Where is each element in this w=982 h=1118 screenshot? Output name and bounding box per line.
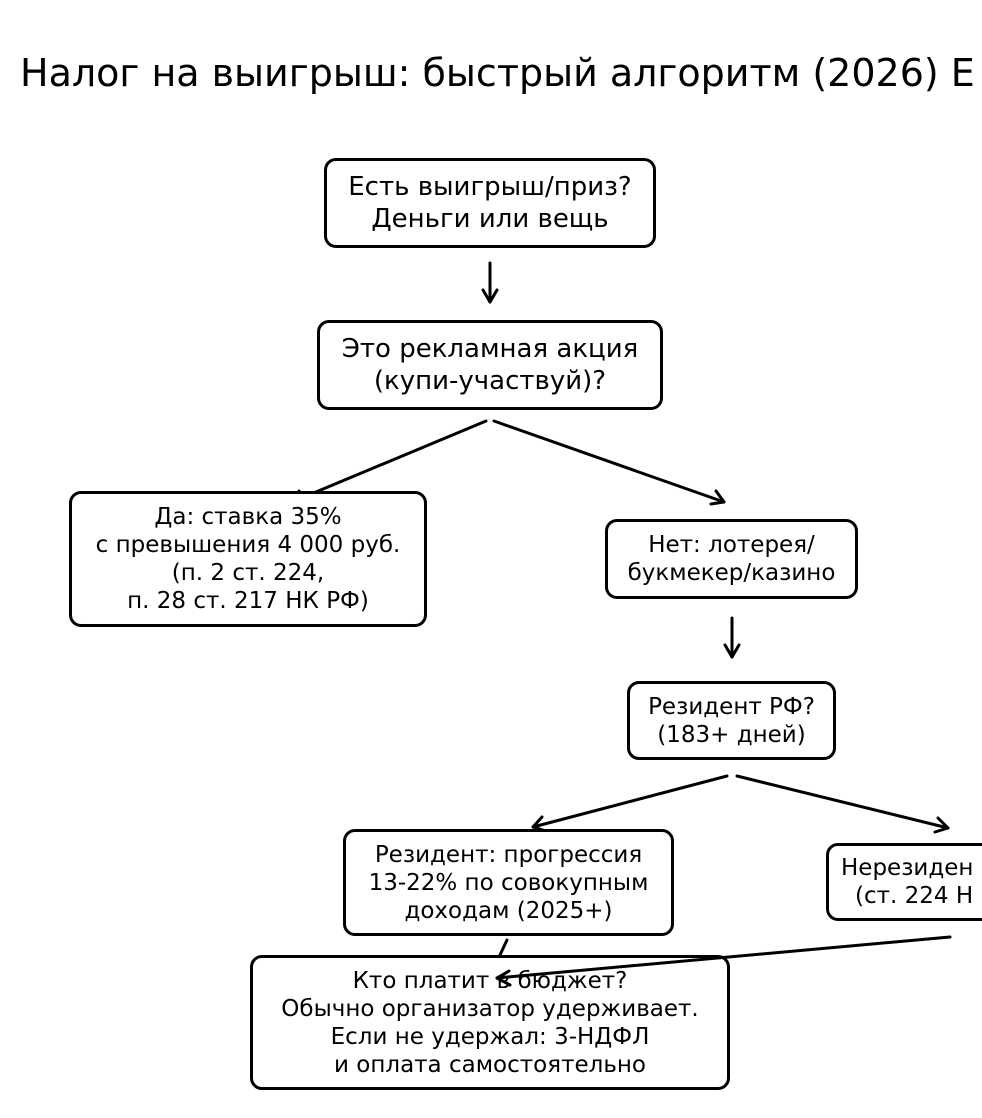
promo-question-node: Это рекламная акция (купи-участвуй)? [317,320,663,410]
resident-node: Резидент: прогрессия 13-22% по совокупны… [343,829,674,936]
promo-no-node: Нет: лотерея/ букмекер/казино [605,519,858,599]
resident-line-3: доходам (2025+) [404,897,613,924]
promo-yes-node: Да: ставка 35% с превышения 4 000 руб. (… [69,491,427,627]
yes-line-1: Да: ставка 35% [154,504,342,530]
promo-line-1: Это рекламная акция [341,334,639,364]
yes-line-3: (п. 2 ст. 224, [171,560,325,586]
resident-q-line-2: (183+ дней) [657,721,806,748]
who-pays-line-3: Если не удержал: 3-НДФЛ [330,1023,650,1050]
who-pays-line-2: Обычно организатор удерживает. [281,995,699,1022]
start-line-1: Есть выигрыш/приз? [348,172,632,202]
no-line-1: Нет: лотерея/ [648,532,815,558]
arrow-start-to-promo [481,261,499,304]
arrow-no-to-resident-question [723,616,741,659]
nonresident-node: Нерезиден (ст. 224 Н [826,843,982,921]
promo-line-2: (купи-участвуй)? [373,366,607,396]
yes-line-2: с превышения 4 000 руб. [95,532,401,558]
nonresident-line-1: Нерезиден [841,855,974,881]
who-pays-line-4: и оплата самостоятельно [334,1051,646,1078]
no-line-2: букмекер/казино [627,560,836,586]
nonresident-line-2: (ст. 224 Н [855,883,974,909]
diagram-title: Налог на выигрыш: быстрый алгоритм (2026… [20,51,975,95]
arrow-nonresident-to-who-pays [495,935,952,987]
start-node: Есть выигрыш/приз? Деньги или вещь [324,158,656,248]
resident-q-line-1: Резидент РФ? [648,693,815,720]
resident-line-2: 13-22% по совокупным [368,869,649,896]
arrow-promo-to-no [492,419,726,506]
resident-line-1: Резидент: прогрессия [374,841,643,868]
resident-question-node: Резидент РФ? (183+ дней) [627,681,836,760]
arrow-to-nonresident [735,774,950,834]
start-line-2: Деньги или вещь [371,204,609,234]
yes-line-4: п. 28 ст. 217 НК РФ) [127,588,369,614]
